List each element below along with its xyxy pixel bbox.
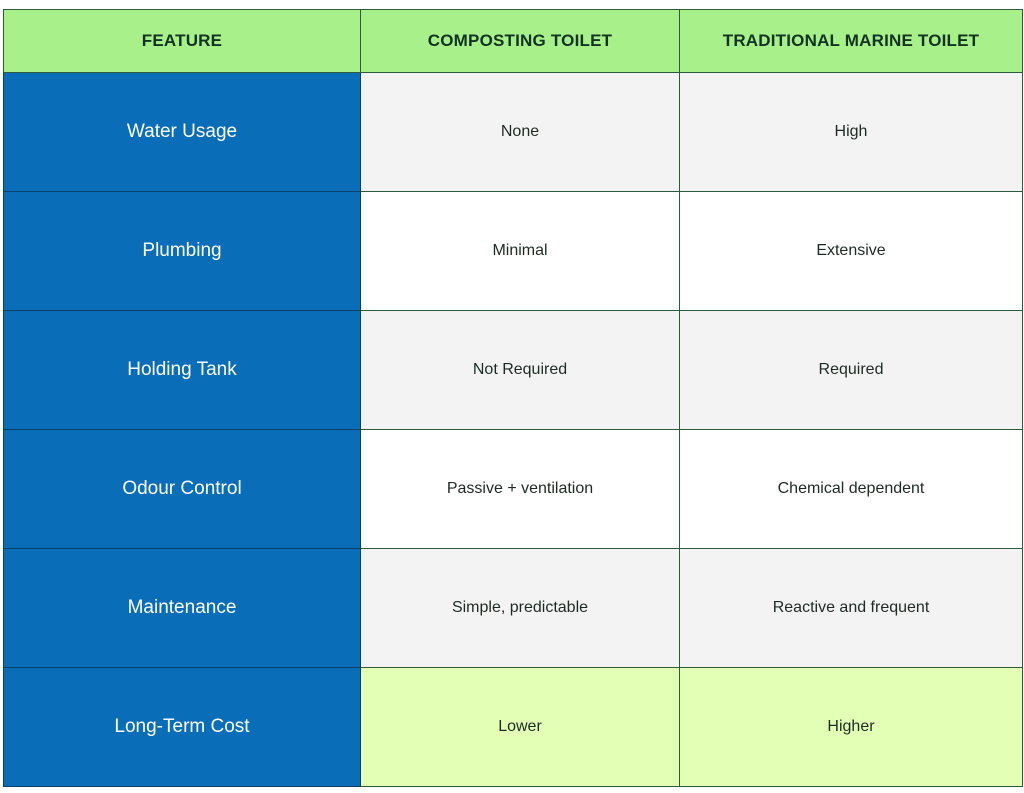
feature-cell: Water Usage	[3, 72, 361, 192]
marine-cell: Reactive and frequent	[679, 548, 1023, 668]
feature-cell: Long-Term Cost	[3, 667, 361, 787]
composting-cell: None	[360, 72, 680, 192]
composting-cell: Not Required	[360, 310, 680, 430]
comparison-table: FEATURE COMPOSTING TOILET TRADITIONAL MA…	[3, 9, 1023, 787]
composting-cell: Simple, predictable	[360, 548, 680, 668]
marine-cell: Higher	[679, 667, 1023, 787]
table-row: Maintenance Simple, predictable Reactive…	[3, 548, 1023, 668]
composting-cell: Passive + ventilation	[360, 429, 680, 549]
table-row: Water Usage None High	[3, 72, 1023, 192]
header-feature: FEATURE	[3, 9, 361, 73]
composting-cell: Lower	[360, 667, 680, 787]
comparison-table-container: FEATURE COMPOSTING TOILET TRADITIONAL MA…	[3, 9, 1023, 790]
composting-cell: Minimal	[360, 191, 680, 311]
feature-cell: Maintenance	[3, 548, 361, 668]
table-row: Plumbing Minimal Extensive	[3, 191, 1023, 311]
header-row: FEATURE COMPOSTING TOILET TRADITIONAL MA…	[3, 9, 1023, 73]
feature-cell: Plumbing	[3, 191, 361, 311]
header-traditional-marine-toilet: TRADITIONAL MARINE TOILET	[679, 9, 1023, 73]
feature-cell: Odour Control	[3, 429, 361, 549]
header-composting-toilet: COMPOSTING TOILET	[360, 9, 680, 73]
table-row: Holding Tank Not Required Required	[3, 310, 1023, 430]
marine-cell: Required	[679, 310, 1023, 430]
table-row: Odour Control Passive + ventilation Chem…	[3, 429, 1023, 549]
feature-cell: Holding Tank	[3, 310, 361, 430]
marine-cell: High	[679, 72, 1023, 192]
table-row: Long-Term Cost Lower Higher	[3, 667, 1023, 787]
marine-cell: Chemical dependent	[679, 429, 1023, 549]
marine-cell: Extensive	[679, 191, 1023, 311]
